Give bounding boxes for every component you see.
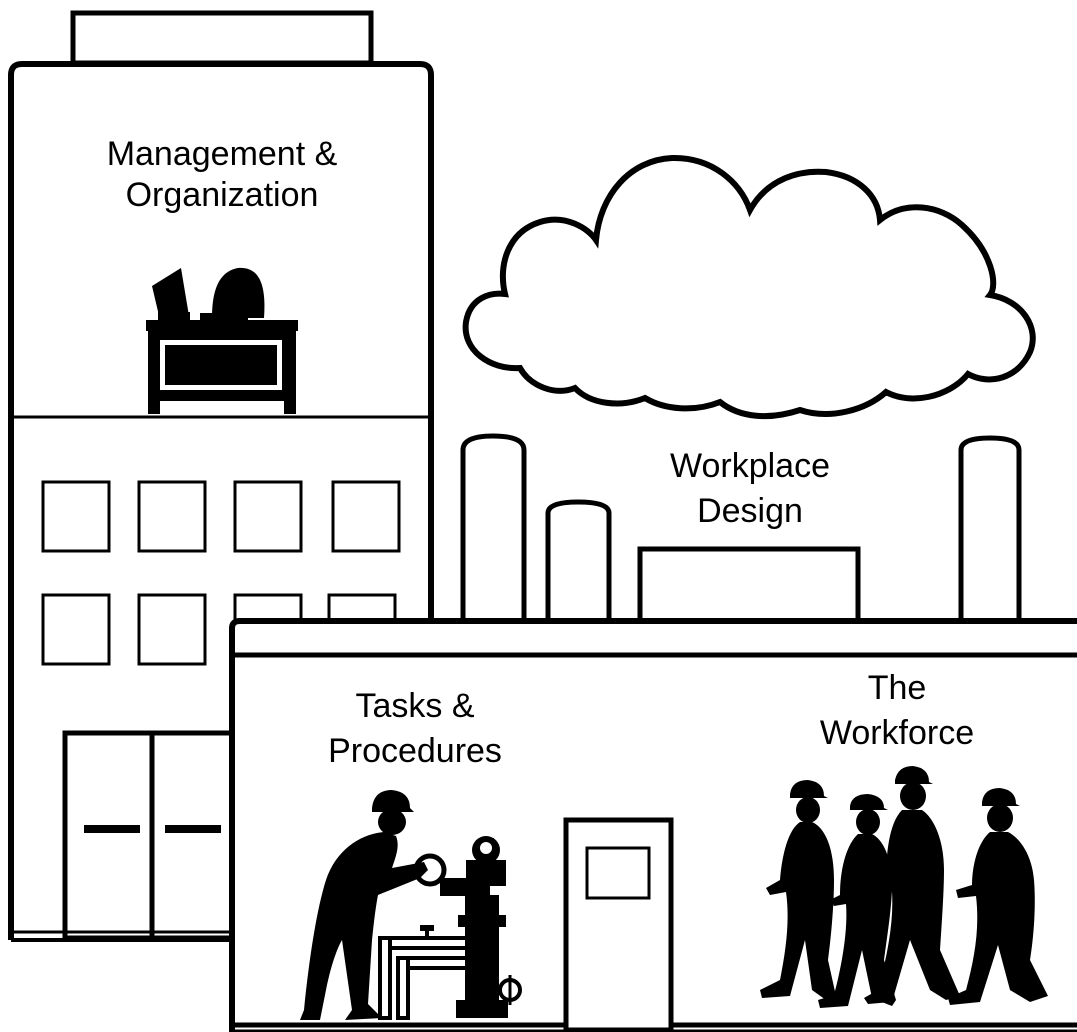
management-label-line1: Management & xyxy=(107,135,338,173)
workplace-label-line1: Workplace xyxy=(670,447,830,485)
door-icon xyxy=(563,817,674,1032)
workforce-label-line1: The xyxy=(868,669,927,707)
tasks-label-line1: Tasks & xyxy=(355,687,474,725)
worker-turning-valve-icon xyxy=(300,790,447,1020)
walking-workers-icon xyxy=(760,766,1048,1008)
management-label-line2: Organization xyxy=(126,176,319,214)
desk-with-computer-icon xyxy=(146,267,298,414)
cloud-icon xyxy=(462,154,1036,420)
valve-pipe-icon xyxy=(378,836,522,1020)
workplace-label-line2: Design xyxy=(697,492,803,530)
tasks-label-line2: Procedures xyxy=(328,732,502,770)
factory-icon xyxy=(460,433,1022,628)
workforce-label-line2: Workforce xyxy=(820,714,974,752)
